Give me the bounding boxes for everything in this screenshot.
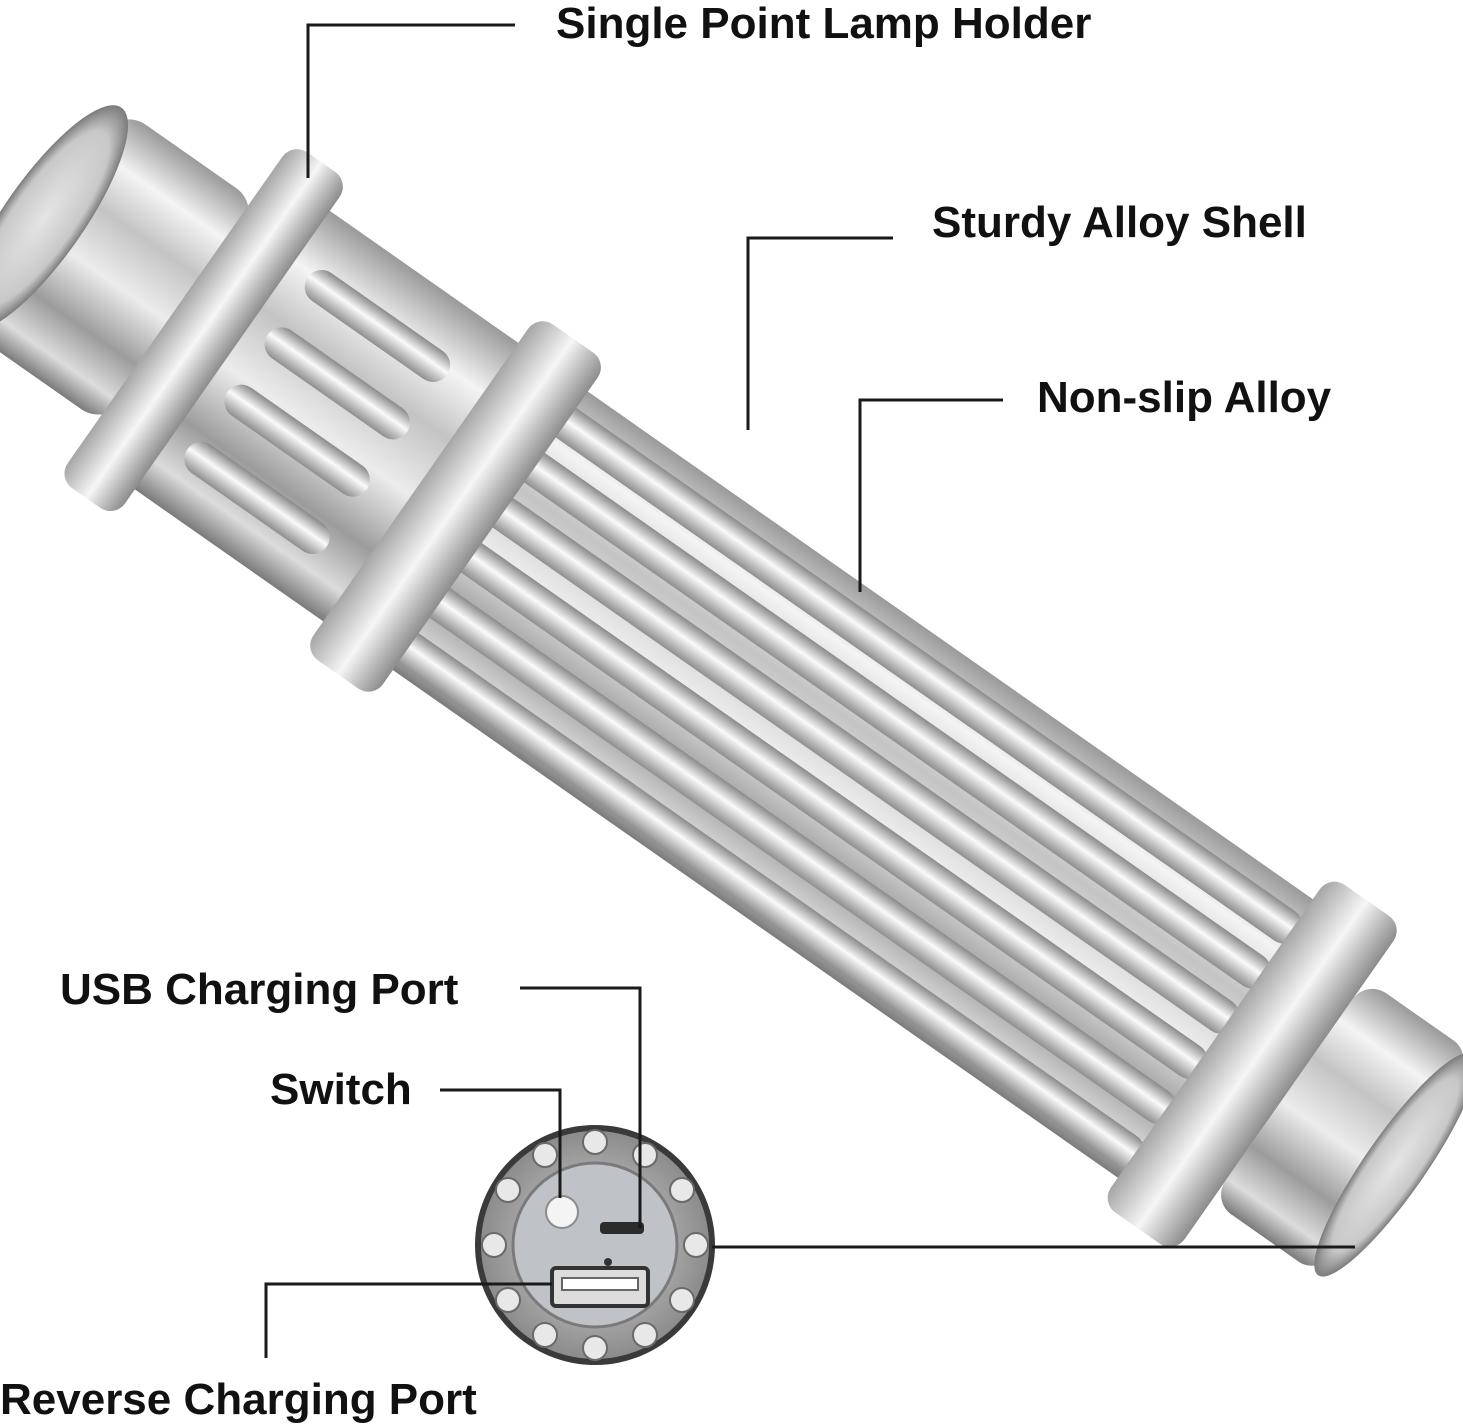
middle-collar bbox=[310, 321, 601, 692]
bead-ring bbox=[481, 1129, 709, 1361]
grip-ribs bbox=[184, 270, 1303, 1169]
callout-lines bbox=[264, 23, 1355, 1358]
reverse-port-leader bbox=[264, 1282, 552, 1358]
switch-label: Switch bbox=[270, 1065, 412, 1114]
alloy-shell-leader bbox=[746, 236, 893, 430]
reverse-port-label: Reverse Charging Port bbox=[0, 1375, 477, 1424]
switch-leader bbox=[440, 1088, 562, 1198]
tail-face bbox=[1314, 1052, 1463, 1277]
non-slip-label: Non-slip Alloy bbox=[1037, 373, 1332, 422]
rear-collar bbox=[1107, 881, 1397, 1247]
lamp-holder-label: Single Point Lamp Holder bbox=[556, 0, 1092, 48]
front-collar bbox=[64, 149, 343, 512]
tail-detail-inset bbox=[475, 1125, 715, 1365]
micro-usb-port bbox=[600, 1222, 644, 1234]
lamp-holder-leader bbox=[306, 23, 515, 178]
usb-port-label: USB Charging Port bbox=[60, 965, 459, 1014]
lamp-holder-cap bbox=[0, 119, 249, 415]
lamp-holder-face bbox=[0, 105, 129, 332]
switch-button bbox=[545, 1195, 579, 1229]
flashlight-body bbox=[0, 105, 1463, 1277]
alloy-shell-label: Sturdy Alloy Shell bbox=[932, 198, 1307, 247]
usb-port-leader bbox=[520, 986, 642, 1228]
tail-cap bbox=[1221, 988, 1463, 1266]
non-slip-leader bbox=[858, 398, 1003, 592]
